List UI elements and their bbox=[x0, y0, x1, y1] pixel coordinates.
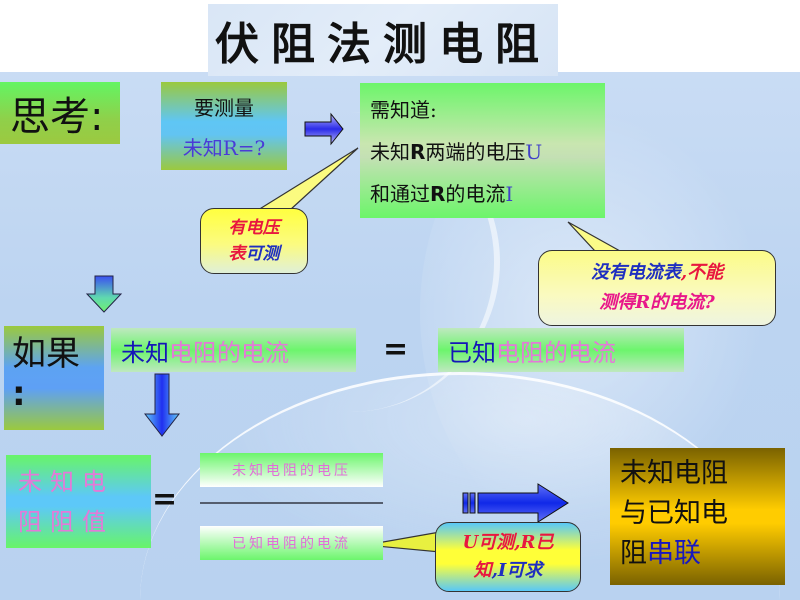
callout-text: 可测 bbox=[245, 244, 280, 264]
callout-text: 表 bbox=[228, 244, 246, 264]
fraction-numerator: 未知电阻的电压 bbox=[200, 453, 383, 487]
conclusion-text: 阻 bbox=[620, 538, 647, 569]
callout-text: ,R已 bbox=[514, 532, 554, 553]
need-i: I bbox=[505, 182, 514, 207]
need-line2: 未知R两端的电压U bbox=[370, 136, 595, 165]
callout-text: 可求 bbox=[506, 560, 543, 581]
slide-title-box: 伏阻法测电阻 bbox=[208, 4, 558, 76]
resistance-label-line2: 阻阻值 bbox=[18, 507, 114, 536]
callout-text: 有电压 bbox=[228, 218, 280, 238]
numerator-text: 未知电阻的电压 bbox=[232, 463, 351, 479]
callout-text: 没有电流表 bbox=[590, 262, 681, 283]
need-text: 的电流 bbox=[445, 182, 506, 207]
need-to-know-box: 需知道: 未知R两端的电压U 和通过R的电流I bbox=[360, 83, 605, 218]
callout-no-ammeter: 没有电流表,不能 测得R的电流? bbox=[538, 250, 776, 326]
measure-line2: 未知R=? bbox=[182, 135, 266, 160]
unknown-current-strip: 未知电阻的电流 bbox=[111, 328, 356, 372]
down-arrow-icon bbox=[144, 373, 181, 437]
conclusion-line3: 阻串联 bbox=[620, 534, 785, 574]
measure-line1: 要测量 bbox=[194, 95, 254, 120]
think-label: 思考: bbox=[10, 94, 104, 140]
callout-voltmeter: 有电压 表可测 bbox=[200, 208, 308, 274]
series-conclusion-box: 未知电阻 与已知电 阻串联 bbox=[610, 448, 785, 585]
callout-text: ,I bbox=[491, 560, 507, 581]
right-arrow-icon bbox=[462, 483, 569, 523]
down-arrow-icon bbox=[85, 275, 123, 313]
fraction-bar bbox=[200, 502, 383, 504]
need-line3: 和通过R的电流I bbox=[370, 178, 595, 207]
need-line1: 需知道: bbox=[370, 94, 595, 123]
if-label: 如果 bbox=[12, 334, 80, 374]
need-heading: 需知道: bbox=[370, 97, 437, 122]
if-label-box: 如果 : bbox=[4, 326, 104, 430]
fraction-denominator: 已知电阻的电流 bbox=[200, 526, 383, 560]
strip-text: 电阻的电流 bbox=[169, 338, 289, 367]
callout-text: ,不能 bbox=[680, 262, 724, 283]
callout-solvable: U可测,R已 知,I可求 bbox=[435, 522, 581, 592]
measure-box: 要测量 未知R=? bbox=[161, 82, 287, 170]
strip-text: 已知 bbox=[448, 338, 496, 367]
equals-sign: = bbox=[152, 482, 178, 517]
strip-text: 电阻的电流 bbox=[496, 338, 616, 367]
callout-pointer-ammeter bbox=[567, 221, 623, 252]
equals-sign: = bbox=[383, 332, 409, 367]
callout-pointer-voltmeter bbox=[255, 147, 359, 211]
if-colon: : bbox=[12, 374, 26, 414]
slide-title: 伏阻法测电阻 bbox=[215, 19, 551, 70]
denominator-text: 已知电阻的电流 bbox=[232, 536, 351, 552]
need-u: U bbox=[525, 139, 543, 164]
conclusion-line2: 与已知电 bbox=[620, 498, 728, 529]
think-label-box: 思考: bbox=[0, 82, 120, 144]
callout-text: 测得R的电流? bbox=[599, 292, 715, 313]
conclusion-line1: 未知电阻 bbox=[620, 458, 728, 489]
right-arrow-icon bbox=[304, 112, 344, 146]
need-text: 和通过 bbox=[370, 182, 430, 207]
need-text: 未知 bbox=[370, 139, 410, 164]
need-text: 两端的电压 bbox=[425, 139, 526, 164]
strip-text: 未知 bbox=[121, 338, 169, 367]
need-r: R bbox=[430, 182, 446, 207]
callout-text: 知 bbox=[473, 560, 492, 581]
unknown-resistance-box: 未知电 阻阻值 bbox=[6, 455, 151, 548]
known-current-strip: 已知电阻的电流 bbox=[438, 328, 684, 372]
callout-text: U可测 bbox=[462, 532, 515, 553]
conclusion-highlight: 串联 bbox=[647, 538, 701, 569]
background-swirl bbox=[200, 112, 500, 412]
resistance-label-line1: 未知电 bbox=[18, 467, 114, 496]
need-r: R bbox=[410, 139, 426, 164]
